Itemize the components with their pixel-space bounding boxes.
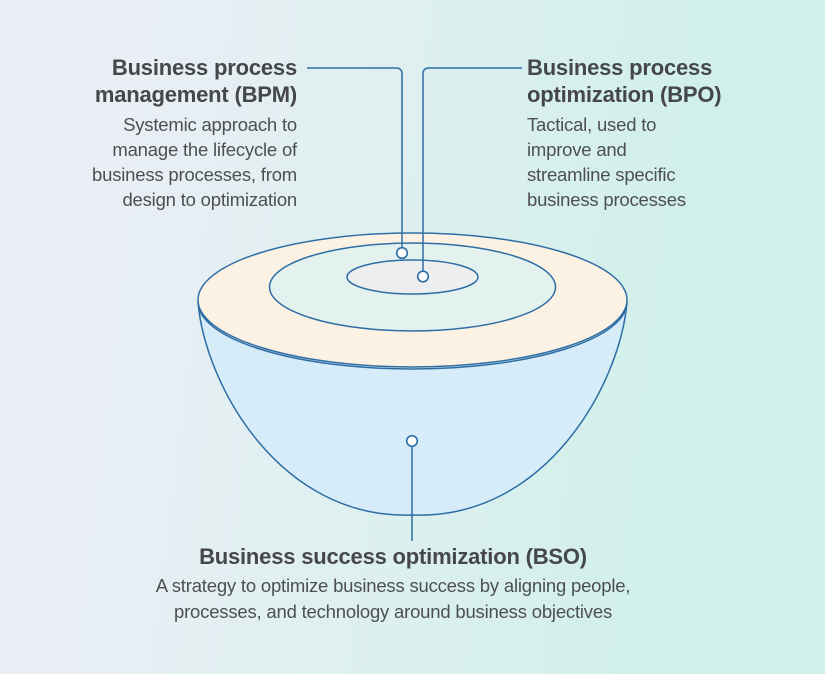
- bpm-marker-dot: [395, 246, 409, 260]
- bpm-description: Systemic approach to manage the lifecycl…: [60, 112, 297, 212]
- bso-desc-line: A strategy to optimize business success …: [155, 575, 631, 596]
- bpo-desc-line: improve and: [527, 139, 627, 160]
- bpo-desc-line: business processes: [527, 189, 686, 210]
- bpo-title-line: optimization (BPO): [527, 82, 722, 107]
- bpm-title-line: Business process: [111, 55, 297, 80]
- bpo-desc-line: streamline specific: [527, 164, 676, 185]
- bpm-desc-line: Systemic approach to: [123, 114, 297, 135]
- bpm-desc-line: design to optimization: [122, 189, 297, 210]
- bpo-leader-line: [422, 67, 522, 271]
- bso-title: Business success optimization (BSO): [199, 544, 587, 569]
- bpm-label: Business process management (BPM) System…: [60, 54, 297, 212]
- bpo-desc-line: Tactical, used to: [527, 114, 657, 135]
- bso-label: Business success optimization (BSO) A st…: [123, 543, 663, 625]
- bpm-title: Business process management (BPM): [60, 54, 297, 108]
- bpo-title-line: Business process: [527, 55, 713, 80]
- bpo-description: Tactical, used to improve and streamline…: [527, 112, 772, 212]
- bowl-body: [197, 301, 628, 516]
- bso-description: A strategy to optimize business success …: [123, 573, 663, 625]
- inner-ring: [346, 259, 479, 295]
- bpo-marker-dot: [416, 270, 430, 283]
- bso-marker-dot: [405, 434, 419, 448]
- bpm-title-line: management (BPM): [94, 82, 297, 107]
- bpm-leader-line: [307, 67, 403, 248]
- bpo-title: Business process optimization (BPO): [527, 54, 772, 108]
- bpm-desc-line: manage the lifecycle of: [112, 139, 297, 160]
- bpo-label: Business process optimization (BPO) Tact…: [527, 54, 772, 212]
- bpm-desc-line: business processes, from: [92, 164, 297, 185]
- bso-desc-line: processes, and technology around busines…: [174, 601, 612, 622]
